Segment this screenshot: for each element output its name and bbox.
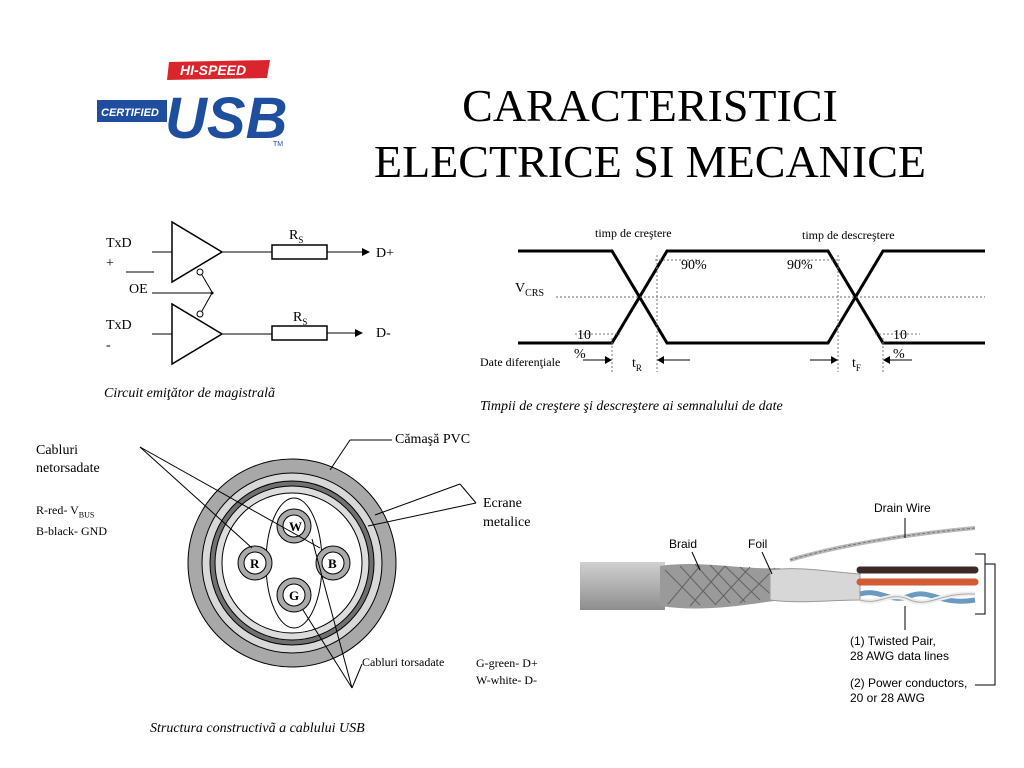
hi-speed-banner [167,60,270,80]
drain-wire [789,526,976,562]
rs-minus-label: RS [293,310,308,327]
tf-label: tF [852,356,861,373]
page-title: CARACTERISTICI ELECTRICE SI MECANICE [300,78,1000,190]
timing-caption: Timpii de creştere şi descreştere ai sem… [480,399,783,414]
logo-certified-text: CERTIFIED [101,107,159,119]
title-line-2: ELECTRICE SI MECANICE [374,136,926,187]
twisted-pair-label: (1) Twisted Pair,28 AWG data lines [850,634,949,663]
ten-pct-right-sign: % [893,347,905,362]
braid-shield [660,564,780,609]
logo-usb-text: USB [165,86,287,150]
drain-wire-label: Drain Wire [874,501,931,515]
buffer-minus [171,302,224,366]
waveform-b [518,249,985,345]
usb-logo-graphic: HI-SPEED CERTIFIED USB TM [97,60,287,151]
d-minus-label: D- [376,326,391,341]
twisted-label: Cabluri torsadate [362,655,445,669]
plus-sign: + [106,256,114,271]
ten-pct-left: 10 [577,328,591,343]
oe-label: OE [129,282,148,297]
certified-bar [97,100,167,122]
label-b: B [328,556,337,571]
twisted-pair-blue [859,590,976,604]
rs-plus-label: RS [289,228,304,245]
differential-data-label: Date diferenţiale [480,355,561,369]
label-g: G [289,588,299,603]
minus-sign: - [106,338,111,353]
outer-sheath [580,562,665,610]
d-plus-label: D+ [376,246,395,261]
ten-pct-right: 10 [893,328,907,343]
arrow-minus [355,329,363,337]
ten-pct-left-sign: % [574,347,586,362]
ninety-pct-right: 90% [787,258,813,273]
ninety-pct-left: 90% [681,258,707,273]
usb-logo: HI-SPEED CERTIFIED USB TM [95,58,290,151]
logo-hi-speed-text: HI-SPEED [180,62,246,78]
circuit-caption: Circuit emiţător de magistralã [104,386,275,401]
label-r: R [250,556,260,571]
title-line-1: CARACTERISTICI [462,80,838,131]
txd-plus-label: TxD [106,236,132,251]
waveform-a [518,249,985,345]
inner-core [221,492,363,634]
foil-shield [769,568,861,603]
label-w: W [289,519,302,534]
cable-caption: Structura constructivã a cablului USB [150,721,365,736]
untwisted-legend: R-red- VBUS B-black- GND [36,503,107,539]
txd-minus-label: TxD [106,318,132,333]
logo-tm-text: TM [273,141,283,148]
tr-label: tR [632,356,642,373]
fall-time-label: timp de descreştere [802,228,895,242]
arrow-plus [362,248,370,256]
vcrs-label: VCRS [515,281,545,299]
twisted-legend: G-green- D+W-white- D- [476,656,538,687]
foil-label: Foil [748,537,768,551]
pvc-jacket-label: Cămaşă PVC [395,432,471,447]
rise-time-label: timp de creştere [595,226,672,240]
braid-label: Braid [669,537,698,551]
buffer-plus [171,220,224,284]
power-conductors-label: (2) Power conductors,20 or 28 AWG [850,676,968,705]
